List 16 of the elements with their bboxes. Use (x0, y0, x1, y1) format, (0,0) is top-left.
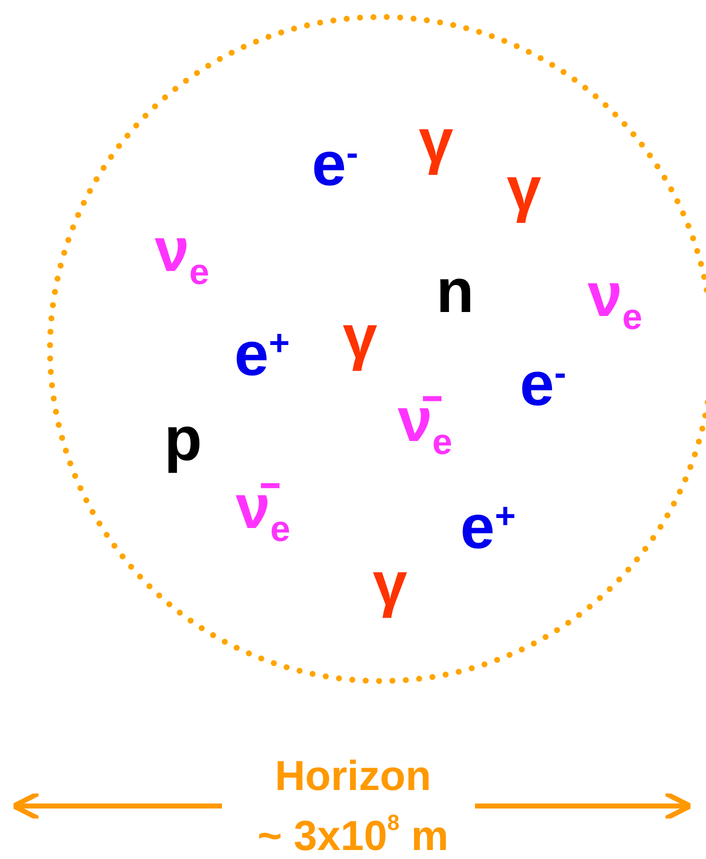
particle-symbol: p (164, 409, 202, 471)
particle-symbol: γ (372, 554, 408, 616)
particle-symbol: ν̄$_{e}$ (236, 477, 290, 547)
particle-symbol: ν$_{e}$ (154, 220, 210, 290)
horizon-label: Horizon (274, 752, 432, 799)
particle-symbol: ν̄$_{e}$ (398, 390, 452, 460)
particle-symbol: γ (418, 111, 454, 173)
particle-symbol: γ (506, 159, 542, 221)
particle-symbol: e$^{+}$ (460, 497, 516, 559)
particle-symbol: e$^{-}$ (312, 134, 358, 196)
distance-label: ~ 3x10$^{8}$ m (258, 812, 448, 859)
particle-symbol: ν$_{e}$ (588, 265, 642, 335)
particle-symbol: e$^{-}$ (520, 354, 566, 416)
particle-symbol: γ (342, 307, 378, 369)
particle-symbol: n (436, 261, 474, 323)
particle-symbol: e$^{+}$ (234, 324, 290, 386)
